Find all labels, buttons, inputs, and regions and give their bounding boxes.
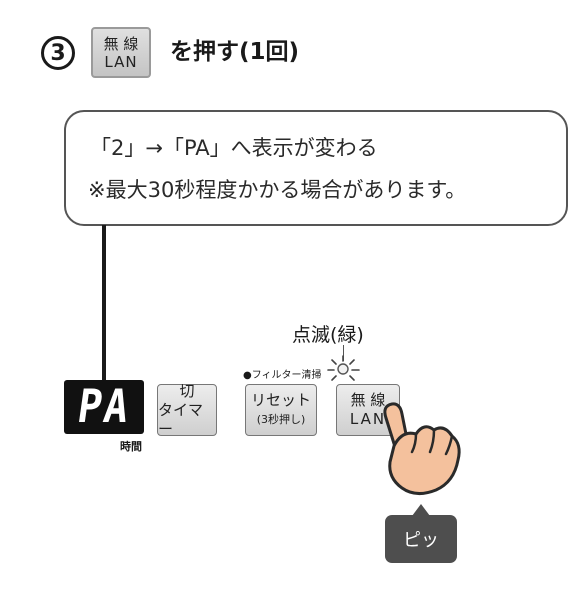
key-chip-line1: 無 線 (103, 34, 139, 53)
callout-connector (102, 225, 106, 383)
off-timer-button[interactable]: 切 タイマー (157, 381, 217, 438)
step-number: 3 (50, 40, 66, 66)
beep-bubble-tip (412, 504, 430, 516)
off-timer-label-2: タイマー (158, 400, 204, 438)
beep-bubble: ピッ (385, 515, 457, 563)
wireless-lan-key-icon: 無 線 LAN (91, 27, 151, 78)
time-display: PA (64, 380, 144, 434)
reset-label-2: (3秒押し) (256, 413, 306, 426)
key-chip-line2: LAN (104, 52, 138, 71)
display-value: PA (74, 380, 134, 434)
step-instruction: を押す(1回) (170, 39, 300, 65)
reset-button[interactable]: リセット (3秒押し) (245, 384, 317, 436)
blink-green-label: 点滅(緑) (292, 324, 364, 346)
wireless-lan-label-2: LAN (349, 410, 387, 428)
blink-label-pointer (343, 345, 344, 361)
pressing-hand-icon (383, 402, 461, 495)
reset-label-1: リセット (250, 391, 311, 409)
filter-clean-label: ●フィルター清掃 (243, 370, 322, 381)
callout-line-1: 「2」→「PA」へ表示が変わる (90, 136, 378, 160)
display-caption: 時間 (120, 440, 142, 453)
callout-box: 「2」→「PA」へ表示が変わる ※最大30秒程度かかる場合があります。 (64, 110, 568, 226)
off-timer-label-1: 切 (179, 381, 195, 400)
step-number-badge: 3 (41, 36, 75, 70)
blink-icon (327, 355, 360, 381)
callout-line-2: ※最大30秒程度かかる場合があります。 (88, 178, 467, 202)
wireless-lan-label-1: 無 線 (350, 391, 386, 409)
beep-label: ピッ (403, 530, 439, 551)
